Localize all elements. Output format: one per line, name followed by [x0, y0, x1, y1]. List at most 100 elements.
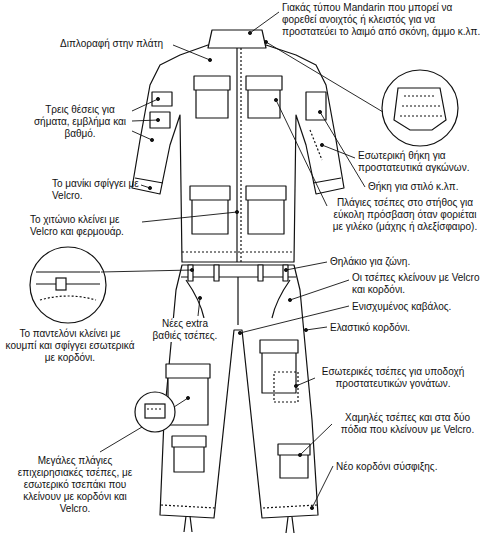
jacket-drawing — [313, 178, 341, 183]
leader-line — [294, 384, 297, 387]
callout-text: Ενισχυμένος καβάλος. — [352, 301, 480, 313]
trousers-drawing — [160, 265, 318, 518]
jacket-drawing — [182, 251, 294, 252]
detail-circle — [30, 70, 458, 432]
leader-line — [310, 506, 313, 509]
detail-circle — [40, 296, 96, 300]
leader-line — [306, 327, 327, 330]
trousers-drawing — [286, 517, 294, 533]
jacket-drawing — [135, 178, 163, 183]
leader-line — [132, 131, 152, 140]
trousers-drawing — [172, 436, 206, 447]
callout-text: Διπλοραφή στην πλάτη — [60, 38, 172, 50]
callout-text: Εσωτερικές τσέπες για υποδοχή προστατευτ… — [318, 366, 468, 390]
detail-circle — [30, 247, 106, 323]
leader-line — [173, 45, 210, 60]
trousers-drawing — [260, 340, 298, 353]
leader-line — [322, 145, 355, 158]
jacket-drawing — [152, 92, 172, 106]
leader-line — [208, 58, 211, 61]
trousers-drawing — [237, 277, 238, 325]
leader-line — [264, 40, 267, 43]
detail-circle — [135, 392, 175, 432]
callout-text: Νέες extra βαθιές τσέπες. — [148, 318, 222, 342]
detail-circle — [400, 96, 442, 116]
leader-line — [276, 100, 327, 206]
detail-circle — [145, 404, 165, 418]
leader-line — [274, 98, 277, 101]
leader-line — [190, 268, 193, 271]
callout-text: Γιακάς τύπου Mandarin που μπορεί να φορε… — [282, 2, 482, 38]
leader-line — [300, 424, 332, 455]
callout-text: Το μανίκι σφίγγει με Velcro. — [52, 178, 140, 202]
leader-line — [156, 97, 159, 100]
trousers-drawing — [274, 372, 298, 402]
leader-line — [148, 186, 151, 189]
detail-circle — [147, 408, 163, 409]
callout-text: Νέο κορδόνι σύσφιξης. — [336, 461, 476, 473]
callout-text: Θηλάκιο για ζώνη. — [330, 256, 470, 268]
leader-line — [186, 396, 189, 399]
detail-circle — [394, 88, 446, 130]
leader-line — [132, 120, 158, 121]
leader-line — [142, 212, 237, 222]
trousers-drawing — [263, 505, 317, 508]
leader-line — [250, 12, 279, 33]
trousers-drawing — [214, 265, 219, 281]
trousers-drawing — [160, 265, 318, 533]
leader-line — [132, 99, 158, 111]
jacket-drawing — [132, 30, 344, 262]
leader-line — [150, 138, 153, 141]
leader-line — [101, 270, 192, 272]
leader-line — [198, 298, 200, 316]
trousers-drawing — [272, 280, 290, 318]
leader-line — [235, 210, 238, 213]
trousers-drawing — [186, 280, 204, 318]
leader-line — [248, 31, 251, 34]
trousers-drawing — [166, 364, 210, 378]
callout-text: Ελαστικό κορδόνι. — [330, 322, 440, 334]
leader-line — [288, 298, 291, 301]
trousers-drawing — [188, 265, 193, 281]
jacket-drawing — [194, 76, 230, 90]
jacket-drawing — [246, 186, 286, 200]
leader-line — [238, 331, 241, 334]
leader-line — [290, 280, 349, 300]
leader-line — [100, 427, 142, 452]
detail-circle — [382, 70, 458, 146]
trousers-drawing — [283, 265, 288, 281]
leader-line — [296, 378, 315, 386]
callout-text: Το χιτώνιο κλείνει με Velcro και φερμουά… — [30, 214, 140, 238]
callout-text: Πλάγιες τσέπες στο στήθος για εύκολη πρό… — [330, 197, 480, 233]
callout-text: Οι τσέπες κλείνουν με Velcro και κορδόνι… — [352, 272, 480, 296]
leader-line — [174, 398, 188, 407]
callout-text: Τρεις θέσεις για σήματα, εμβλήμα και βαθ… — [30, 104, 130, 140]
leader-line — [304, 328, 307, 331]
leader-line — [284, 268, 287, 271]
jacket-drawing — [246, 76, 282, 90]
detail-circle — [56, 278, 66, 290]
leader-line — [298, 453, 301, 456]
leader-line — [266, 42, 383, 112]
jacket-drawing — [190, 186, 230, 200]
leader-line — [312, 466, 333, 508]
leader-line — [320, 112, 365, 187]
callout-text: Εσωτερική θήκη για προστατευτικά αγκώνων… — [358, 150, 484, 174]
callout-text: Μεγάλες πλάγιες επιχειρησιακές τσέπες, μ… — [12, 455, 138, 515]
jacket-drawing — [132, 45, 344, 262]
detail-circle — [36, 272, 100, 284]
callout-text: Χαμηλές τσέπες και στα δύο πόδια που κλε… — [335, 412, 480, 436]
trousers-drawing — [161, 505, 215, 508]
jacket-drawing — [306, 92, 326, 120]
jacket-drawing — [236, 48, 237, 262]
callout-text: Το παντελόνι κλείνει με κουμπί και σφίγγ… — [4, 328, 136, 364]
leader-line — [318, 110, 321, 113]
leader-line — [156, 118, 159, 121]
leader-line — [198, 296, 201, 299]
jacket-drawing — [240, 48, 241, 262]
callout-text: Θήκη για στιλό κ.λπ. — [368, 181, 483, 193]
leader-line — [286, 262, 327, 270]
leader-line — [320, 143, 323, 146]
jacket-drawing — [208, 30, 266, 48]
trousers-drawing — [184, 516, 192, 532]
